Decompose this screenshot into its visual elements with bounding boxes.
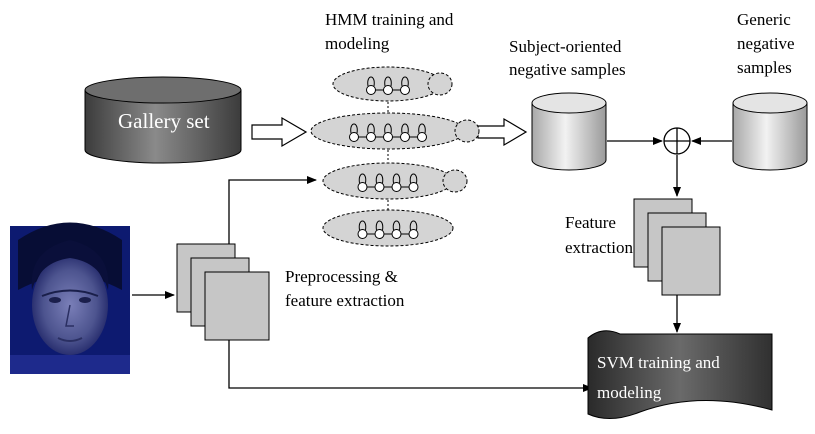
hmm-state	[383, 132, 393, 142]
hmm-self-loop	[392, 173, 401, 184]
hmm-state	[417, 132, 427, 142]
hmm-state	[366, 132, 376, 142]
preprocess-label-line2: feature extraction	[285, 291, 405, 310]
hmm-self-loop	[358, 220, 367, 231]
hmm-state	[383, 85, 393, 95]
hmm-state	[408, 229, 419, 239]
feature-sheets-right	[633, 198, 721, 296]
hmm-state	[391, 229, 402, 239]
circle-plus-icon	[663, 127, 691, 155]
hmm-self-loop	[375, 220, 384, 231]
hmm-self-loop	[392, 220, 401, 231]
hmm-self-loop	[409, 220, 418, 231]
svm-banner	[587, 330, 773, 419]
hmm-self-loop	[367, 76, 375, 87]
hmm-state	[366, 85, 376, 95]
hmm-self-loop	[384, 123, 392, 134]
hmm-self-loop	[358, 173, 367, 184]
hmm-self-loop	[409, 173, 418, 184]
hmm-title-line1: HMM training and	[325, 10, 454, 29]
hmm-model-2	[310, 112, 480, 150]
generic-samples-label-line2: negative	[737, 34, 795, 53]
svm-label-line2: modeling	[597, 383, 662, 402]
hmm-self-loop	[418, 123, 426, 134]
preprocess-label-line1: Preprocessing &	[285, 267, 398, 286]
hmm-self-loop	[384, 76, 392, 87]
hmm-state	[400, 132, 410, 142]
feature-extraction-label-line2: extraction	[565, 238, 633, 257]
arrow-preprocess-to-svm	[228, 340, 593, 392]
hmm-self-loop	[375, 173, 384, 184]
hmm-state	[374, 182, 385, 192]
subject-samples-cylinder	[531, 92, 607, 171]
feature-extraction-label-line1: Feature	[565, 213, 616, 232]
hmm-self-loop	[401, 76, 409, 87]
hmm-state	[374, 229, 385, 239]
gallery-set-cylinder	[84, 76, 242, 164]
svm-label-line1: SVM training and	[597, 353, 720, 372]
hmm-state	[400, 85, 410, 95]
hmm-state	[357, 229, 368, 239]
hmm-model-1	[332, 66, 453, 102]
hmm-state	[349, 132, 359, 142]
arrow-preprocess-to-hmm	[228, 176, 317, 244]
gallery-set-label: Gallery set	[118, 109, 210, 133]
subject-samples-label-line1: Subject-oriented	[509, 37, 622, 56]
hmm-model-stack	[310, 66, 480, 247]
hmm-self-loop	[367, 123, 375, 134]
generic-samples-label-line3: samples	[737, 58, 792, 77]
hollow-arrow-hmm-to-samples	[477, 117, 528, 147]
hmm-state	[391, 182, 402, 192]
hmm-state	[408, 182, 419, 192]
hmm-title-line2: modeling	[325, 34, 390, 53]
hmm-model-4	[322, 209, 454, 247]
hmm-self-loop	[401, 123, 409, 134]
subject-samples-label-line2: negative samples	[509, 60, 626, 79]
preprocess-sheets-left	[176, 243, 270, 341]
hollow-arrow-gallery-to-hmm	[251, 116, 308, 148]
generic-samples-label-line1: Generic	[737, 10, 791, 29]
hmm-self-loop	[350, 123, 358, 134]
generic-samples-cylinder	[732, 92, 808, 171]
hmm-state	[357, 182, 368, 192]
face-photo	[10, 222, 130, 374]
hmm-model-3	[322, 162, 468, 200]
